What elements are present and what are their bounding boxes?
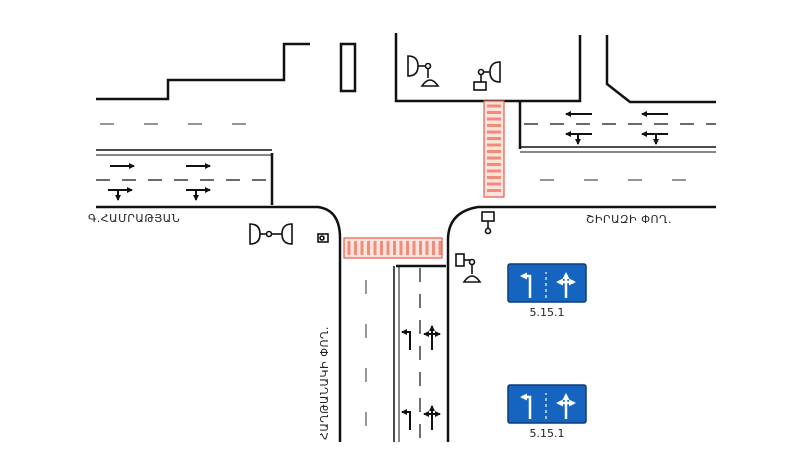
lane-arrow-icon <box>108 187 133 201</box>
curb-southwest <box>96 205 342 442</box>
lane-arrow-icon <box>401 329 411 350</box>
crosswalk-south <box>343 237 443 259</box>
sign-plate <box>507 263 587 303</box>
lane-arrow-icon <box>641 131 668 145</box>
curb-southeast <box>446 205 716 442</box>
lane-arrow-icon <box>423 405 441 430</box>
lane-arrow-icon <box>423 325 441 350</box>
curb-northwest <box>96 42 310 101</box>
lane-markings <box>96 101 716 442</box>
pedestrian-light-icon <box>481 211 495 235</box>
road-edges <box>96 33 716 442</box>
crosswalk-north-east <box>483 100 505 198</box>
sign-code: 5.15.1 <box>530 427 565 440</box>
south-lane-arrows <box>401 325 441 430</box>
traffic-light-icon <box>473 61 501 91</box>
traffic-light-icon <box>455 253 482 283</box>
sign-code: 5.15.1 <box>530 306 565 319</box>
street-label-south: ՀԱՂԹԱՆԱԿԻ ՓՈՂ. <box>318 326 331 440</box>
lane-arrow-icon <box>565 131 592 145</box>
traffic-light-icon <box>407 55 440 87</box>
sign-plate <box>507 384 587 424</box>
traffic-light-icon <box>249 223 293 245</box>
east-lane-arrows <box>565 111 668 145</box>
street-label-west: Գ.ՀԱՄՐԱԹՅԱՆ <box>88 212 180 225</box>
lane-arrow-icon <box>401 409 411 430</box>
west-lane-arrows <box>108 163 211 201</box>
street-label-east: ՇԻՐԱԶԻ ՓՈՂ. <box>586 213 672 226</box>
pedestrian-light-icon <box>317 233 329 243</box>
traffic-lights <box>249 55 501 283</box>
lane-direction-sign-icon: 5.15.1 <box>507 263 587 319</box>
lane-arrow-icon <box>186 187 211 201</box>
curb-northeast <box>605 35 716 104</box>
lane-direction-sign-icon: 5.15.1 <box>507 384 587 440</box>
building-block-north <box>339 42 357 93</box>
curb-north-centre <box>394 33 582 103</box>
